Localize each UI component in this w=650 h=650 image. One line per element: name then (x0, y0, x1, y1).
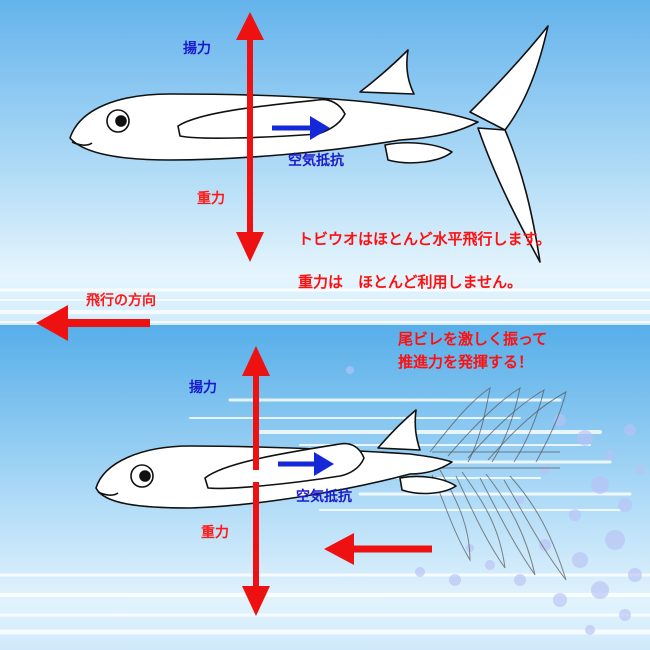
upper-drag-label: 空気抵抗 (288, 154, 344, 168)
flight-direction-label: 飛行の方向 (86, 294, 156, 308)
lower-note-line1: 尾ビレを激しく振って (398, 332, 547, 347)
upper-note-line1: トビウオはほとんど水平飛行します。 (298, 232, 551, 247)
lower-lift-label: 揚力 (189, 381, 217, 395)
upper-lift-label: 揚力 (183, 42, 211, 56)
upper-gravity-label: 重力 (197, 192, 225, 206)
lower-note-line2: 推進力を発揮する！ (398, 355, 533, 370)
lower-gravity-label: 重力 (201, 526, 229, 540)
upper-note-line2: 重力は ほとんど利用しません。 (298, 275, 522, 290)
lower-drag-label: 空気抵抗 (296, 490, 352, 504)
